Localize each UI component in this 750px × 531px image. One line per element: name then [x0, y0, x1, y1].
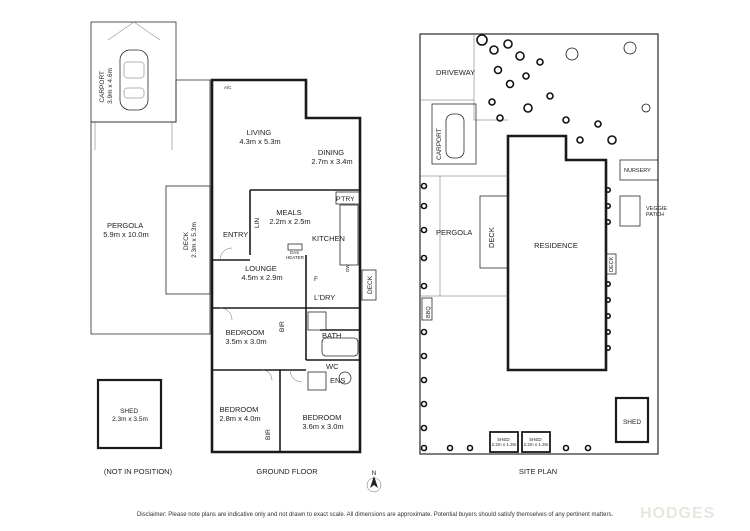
- meals-label: MEALS 2.2m x 2.5m: [269, 208, 310, 226]
- site-carport: [431, 103, 477, 165]
- nursery: [619, 159, 659, 181]
- shed-box: [96, 378, 163, 450]
- fridge-label: F: [314, 276, 318, 283]
- bir2-label: BIR: [265, 429, 272, 440]
- deck-main-label: DECK 2.3m x 5.3m: [183, 222, 198, 258]
- site-deck-label: DECK: [487, 227, 496, 248]
- ptry-label: P'TRY: [336, 196, 355, 203]
- site-carport-label: CARPORT: [436, 128, 443, 160]
- small-deck: [361, 269, 377, 301]
- residence-outline: [506, 134, 608, 372]
- entry-label: ENTRY: [223, 230, 248, 239]
- deck-area: [165, 185, 211, 295]
- not-in-position-label: (NOT IN POSITION): [104, 467, 173, 476]
- disclaimer: Disclaimer: Please note plans are indica…: [136, 512, 614, 518]
- bbq-label: BBQ: [426, 306, 432, 318]
- north-arrow: [366, 476, 382, 493]
- tree-markers: [476, 34, 651, 145]
- bedroom1-label: BEDROOM 3.5m x 3.0m: [225, 328, 266, 346]
- pergola-area: [90, 79, 211, 335]
- lounge-label: LOUNGE 4.5m x 2.9m: [241, 264, 282, 282]
- shed-label: SHED 2.3m x 3.5m: [112, 408, 148, 423]
- site-boundary: [419, 33, 659, 455]
- boundary-dots: [420, 182, 611, 452]
- pergola-label: PERGOLA 5.9m x 10.0m: [103, 221, 148, 239]
- veggie-patch: [619, 195, 641, 227]
- site-car-icon: [445, 113, 465, 159]
- bedroom3-label: BEDROOM 3.6m x 3.0m: [302, 413, 343, 431]
- lin-label: LIN: [254, 218, 261, 228]
- kitchen-label: KITCHEN: [312, 234, 345, 243]
- deck-small-label: DECK: [367, 275, 374, 294]
- veggie-patch-label: VEGGIE PATCH: [646, 206, 669, 218]
- bath-label: BATH: [322, 331, 341, 340]
- ground-floor-plan: [90, 21, 377, 454]
- site-shed-small-1: [489, 431, 519, 453]
- bedroom2-label: BEDROOM 2.8m x 4.0m: [219, 405, 260, 423]
- car-icon: [119, 49, 149, 111]
- site-deck: [479, 195, 509, 269]
- site-shed-small-2: [521, 431, 551, 453]
- bir1-label: BIR: [279, 321, 286, 332]
- carport-label: CARPORT 3.9m x 4.6m: [99, 68, 114, 104]
- living-label: LIVING 4.3m x 5.3m: [239, 128, 280, 146]
- ac-label: A/C: [224, 85, 232, 90]
- site-shed-small-1-label: SHED 2.2m x 1.3m: [492, 437, 517, 447]
- site-side-deck-label: DECK: [609, 256, 615, 272]
- site-shed-small-2-label: SHED 2.2m x 1.3m: [524, 437, 549, 447]
- site-shed-large-label: SHED: [623, 419, 641, 426]
- dining-label: DINING 2.7m x 3.4m: [311, 148, 352, 166]
- site-plan: [419, 33, 659, 455]
- site-side-deck: [605, 253, 617, 275]
- residence-label: RESIDENCE: [534, 241, 578, 250]
- ens-label: ENS: [330, 376, 345, 385]
- heater-label: GAS HEATER: [286, 250, 305, 260]
- brand-watermark: HODGES: [640, 505, 716, 522]
- driveway-label: DRIVEWAY: [436, 68, 475, 77]
- north-label: N: [372, 470, 377, 477]
- wc-label: WC: [326, 362, 339, 371]
- site-plan-title: SITE PLAN: [519, 467, 557, 476]
- laundry-label: L'DRY: [314, 293, 335, 302]
- dw-label: DW: [345, 264, 350, 272]
- nursery-label: NURSERY: [624, 168, 651, 174]
- site-shed-large: [614, 396, 650, 444]
- house-outer-walls: [210, 78, 362, 454]
- ground-floor-title: GROUND FLOOR: [256, 467, 318, 476]
- site-pergola-label: PERGOLA: [436, 228, 472, 237]
